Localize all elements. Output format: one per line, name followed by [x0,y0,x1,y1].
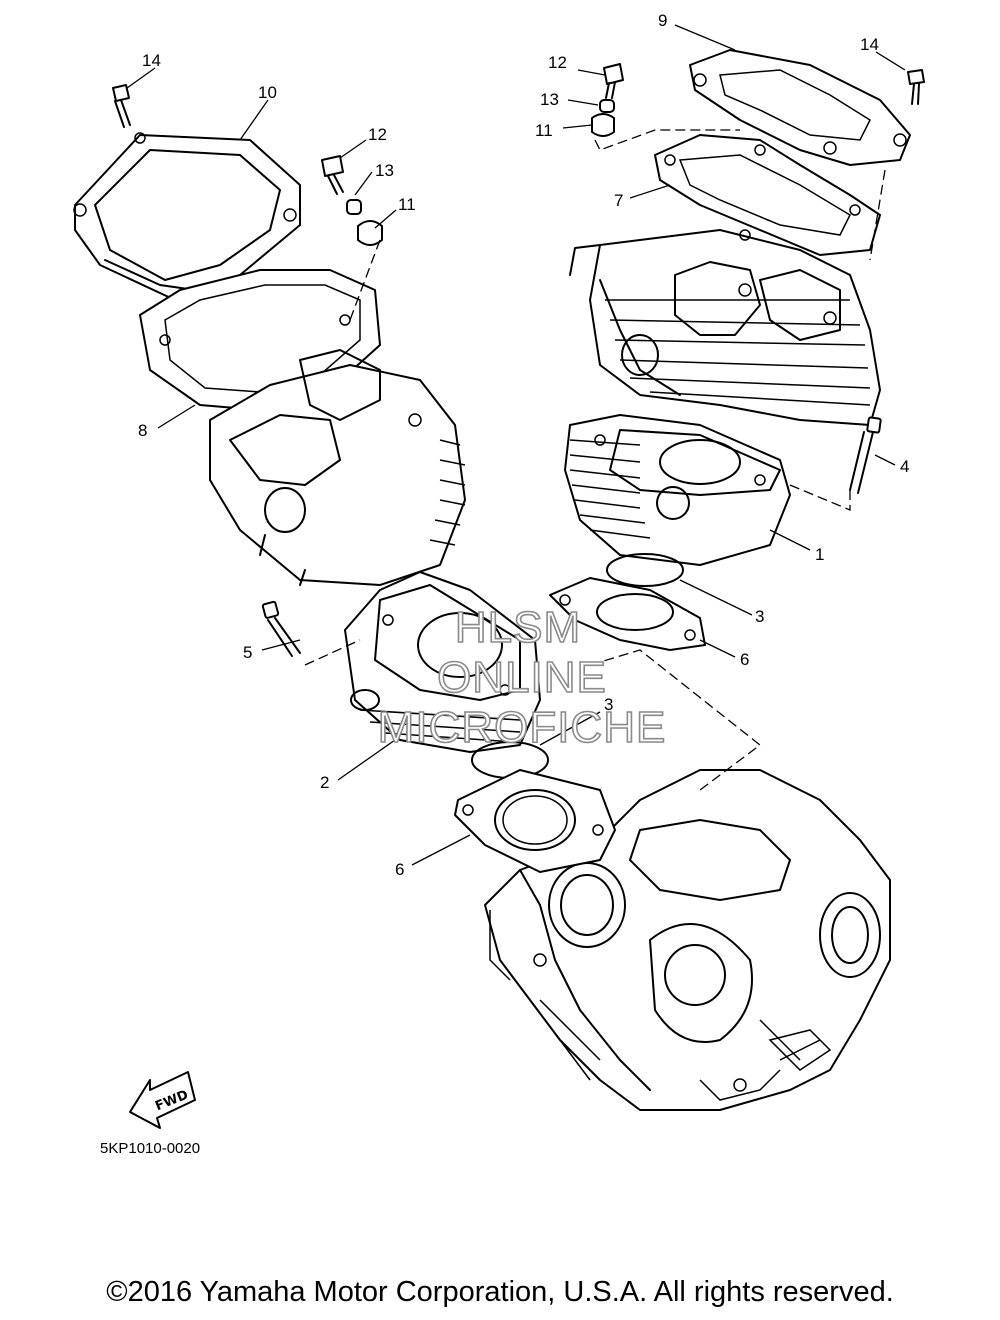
rear-cylinder-head-drawing [569,229,881,426]
callout-11-left: 11 [398,195,416,214]
leader-lines [126,24,906,866]
callout-11-right: 11 [535,121,553,140]
callout-13-left: 13 [375,161,394,180]
callout-9: 9 [658,11,667,30]
bolt-5-drawing [261,600,301,657]
bolt-14-right-drawing [907,69,925,105]
diagram-code: 5KP1010-0020 [100,1140,200,1157]
callout-3-front: 3 [604,695,613,714]
rear-cylinder-drawing [564,414,791,566]
bolt-14-left-drawing [112,84,131,128]
callout-10: 10 [258,83,277,102]
callout-7: 7 [614,191,623,210]
front-cylinder-drawing [344,571,541,753]
callout-1: 1 [815,545,824,564]
rear-head-cover-drawing [689,49,911,166]
callout-5: 5 [243,643,252,662]
copyright-notice: ©2016 Yamaha Motor Corporation, U.S.A. A… [106,1276,894,1308]
front-base-gasket-drawing [454,769,616,873]
callout-4: 4 [900,457,909,476]
forward-arrow-icon: FWD [129,1071,196,1129]
callout-12-left: 12 [368,125,387,144]
bolt-12-left-drawing [321,155,344,195]
bolt-4-drawing [849,416,882,494]
rear-o-ring-drawing [606,553,684,587]
bolt-12-right-drawing [603,63,624,99]
callout-12-right: 12 [548,53,567,72]
callout-2: 2 [320,773,329,792]
callout-13-right: 13 [540,90,559,109]
watermark-line-1: HLSM [455,603,581,652]
watermark-line-3: MICROFICHE [378,703,667,752]
callout-6-front: 6 [395,860,404,879]
rear-base-gasket-drawing [549,577,706,651]
front-head-cover-drawing [73,132,301,301]
callout-6-rear: 6 [740,650,749,669]
front-cylinder-head-drawing [209,349,466,586]
callout-14-right: 14 [860,35,879,54]
watermark-line-2: ONLINE [437,653,607,702]
washer-13-left-drawing [346,199,362,215]
grommet-11-right-drawing [591,113,615,137]
callout-3-rear: 3 [755,607,764,626]
assembly-lines [304,129,886,791]
callout-8: 8 [138,421,147,440]
watermark: HLSM ONLINE MICROFICHE [377,602,667,753]
callout-14-left: 14 [142,51,161,70]
washer-13-right-drawing [599,99,615,113]
